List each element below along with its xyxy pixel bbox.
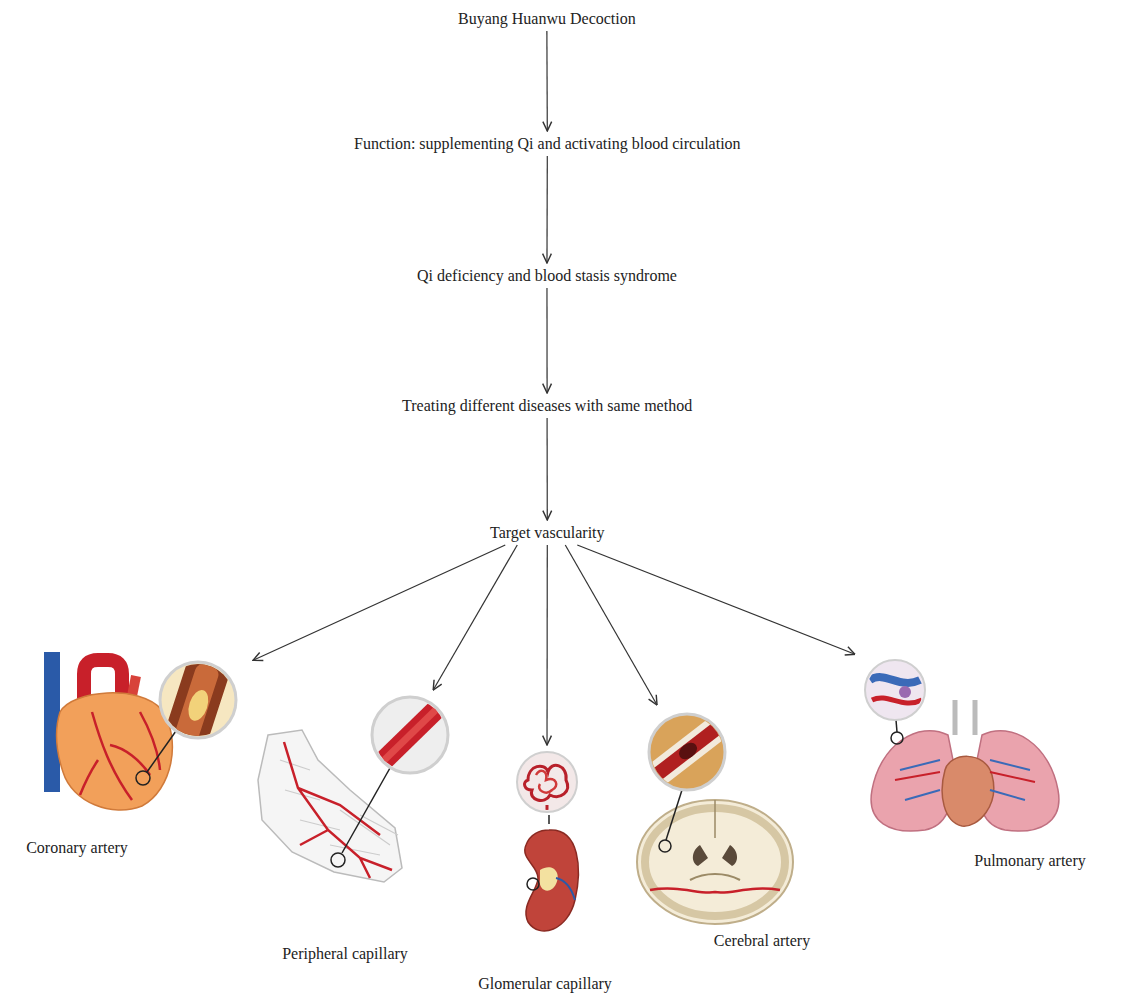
brain-illustration-part-part (650, 722, 725, 780)
lungs-illustration-part (896, 720, 897, 732)
brain-illustration-part (649, 714, 725, 790)
foot-illustration-part (284, 742, 392, 878)
flow-step-node: Treating different diseases with same me… (397, 393, 697, 418)
kidney-illustration-part (525, 830, 579, 931)
heart-illustration-part (162, 655, 232, 754)
heart-illustration-part-part (162, 655, 232, 754)
brain-illustration (637, 714, 793, 924)
foot-illustration-part (342, 768, 390, 853)
step-text: Target vascularity (490, 523, 605, 542)
brain-illustration-part (637, 800, 793, 924)
kidney-illustration-part (525, 765, 568, 812)
vessel-label: Peripheral capillary (279, 943, 411, 964)
brain-illustration-part (666, 790, 682, 840)
connector-arrow (546, 156, 548, 263)
vessel-label: Coronary artery (23, 837, 131, 858)
heart-illustration-part-part (185, 687, 212, 723)
kidney-illustration-part (527, 878, 539, 890)
foot-illustration-part-part (372, 696, 450, 772)
brain-illustration-part-part (676, 739, 700, 762)
flow-step-node: Target vascularity (485, 520, 610, 545)
kidney-illustration-part-part (536, 771, 556, 793)
vessel-target-node: Peripheral capillary (255, 690, 443, 970)
lungs-illustration-part (942, 756, 994, 826)
brain-illustration-part (693, 845, 737, 866)
foot-illustration-part-part (372, 696, 450, 772)
lungs-illustration-part (870, 677, 922, 703)
kidney-illustration-part-part (546, 805, 549, 812)
vessel-label: Pulmonary artery (971, 850, 1089, 871)
kidney-illustration-part (517, 752, 577, 812)
foot-illustration (258, 696, 450, 882)
heart-illustration (44, 652, 236, 810)
heart-illustration-part (57, 693, 173, 810)
lungs-illustration-part-part (872, 698, 922, 703)
lungs-illustration-part-part (899, 686, 911, 698)
lungs-illustration-part (865, 660, 925, 720)
flow-step-node: Buyang Huanwu Decoction (453, 6, 641, 31)
step-text: Function: supplementing Qi and activatin… (354, 134, 741, 153)
kidney-illustration-part (548, 815, 550, 824)
foot-illustration-part (331, 853, 345, 867)
heart-illustration-part (80, 712, 160, 800)
lungs-illustration (865, 660, 1059, 831)
vessel-target-node: Cerebral artery (652, 705, 842, 955)
kidney-illustration (517, 752, 578, 931)
kidney-illustration-part-part (525, 765, 568, 800)
lungs-illustration-part (955, 700, 975, 735)
step-text: Buyang Huanwu Decoction (458, 9, 636, 28)
connector-arrow (546, 31, 548, 131)
vessel-target-node: Coronary artery (8, 655, 253, 865)
brain-illustration-part (714, 800, 716, 838)
brain-illustration-part (650, 722, 725, 780)
flow-step-node: Qi deficiency and blood stasis syndrome (412, 263, 682, 288)
step-text: Qi deficiency and blood stasis syndrome (417, 266, 677, 285)
kidney-illustration-part (540, 867, 558, 891)
connector-arrow (433, 545, 517, 690)
lungs-illustration-part (891, 732, 903, 744)
connector-group (253, 31, 855, 745)
lungs-illustration-part (895, 772, 1035, 782)
vessel-label: Cerebral artery (711, 930, 813, 951)
vessel-target-node: Glomerular capillary (447, 745, 650, 993)
lungs-illustration-part-part (870, 677, 920, 683)
flow-step-node: Function: supplementing Qi and activatin… (349, 131, 746, 156)
brain-illustration-part-part (650, 722, 725, 780)
lungs-illustration-part (900, 760, 1030, 800)
foot-illustration-part (372, 696, 450, 772)
connector-arrow (565, 545, 657, 705)
brain-illustration-part (650, 889, 780, 893)
heart-illustration-part-part (172, 662, 220, 747)
vessel-label: Glomerular capillary (475, 973, 615, 994)
connector-arrow (546, 288, 547, 393)
connector-arrow (253, 545, 505, 660)
connector-arrow (546, 545, 547, 745)
brain-illustration-part (659, 840, 671, 852)
vessel-target-node: Pulmonary artery (855, 635, 1095, 875)
connector-arrow (577, 545, 855, 654)
kidney-illustration-part (556, 878, 575, 900)
heart-illustration-part (147, 731, 176, 772)
heart-illustration-part (136, 771, 150, 785)
step-text: Treating different diseases with same me… (402, 396, 692, 415)
connector-arrow (546, 418, 547, 520)
brain-illustration-part (690, 874, 740, 880)
